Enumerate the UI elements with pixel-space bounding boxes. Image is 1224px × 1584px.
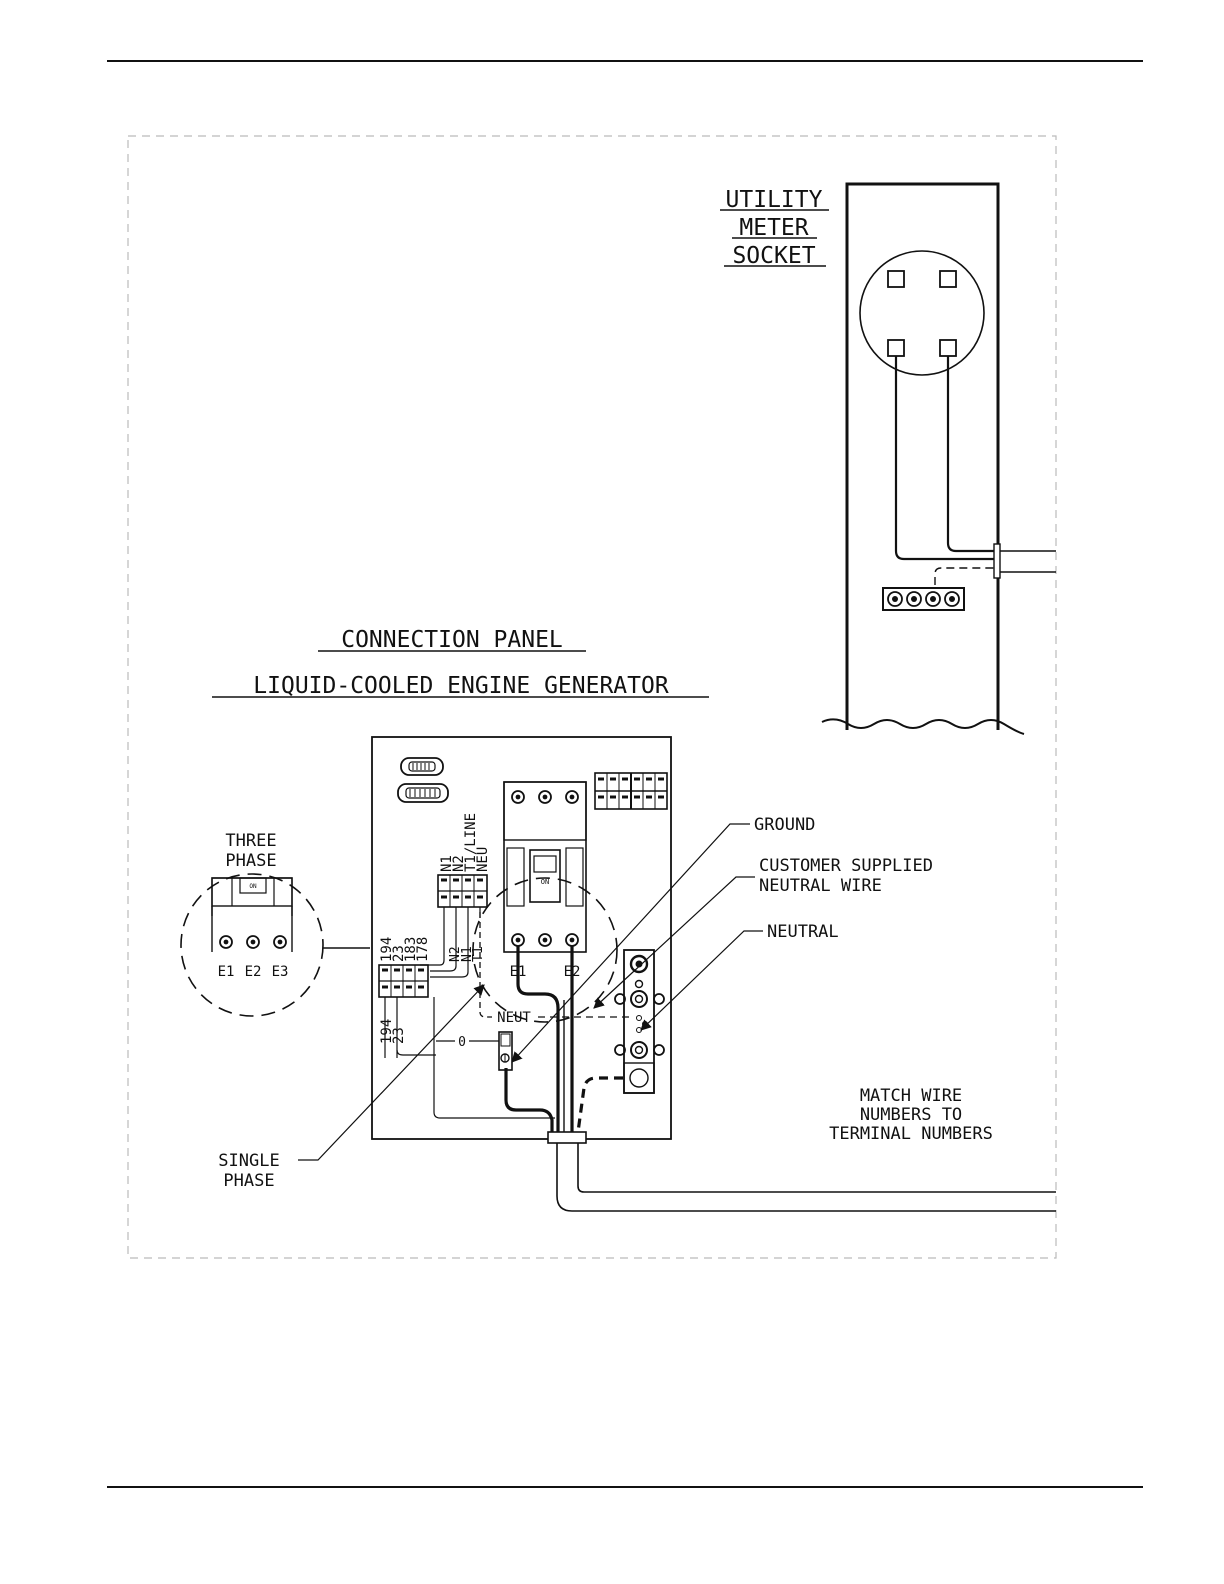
utility-meter-socket: [822, 184, 1056, 734]
label-e3-three-phase: E3: [272, 964, 289, 980]
wire-label-23-bottom: 23: [391, 1027, 407, 1044]
callout-customer-line1: CUSTOMER SUPPLIED: [759, 856, 933, 876]
callout-match-line2: NUMBERS TO: [860, 1105, 962, 1125]
wire-label-zero: 0: [458, 1035, 466, 1050]
break-line: [822, 719, 1024, 734]
neutral-ground-bar: [615, 950, 664, 1093]
callout-single-phase-line1: SINGLE: [218, 1151, 279, 1171]
three-phase-line1: THREE: [225, 831, 276, 851]
terminal-block-upper: [438, 875, 487, 907]
meter-title-line1: UTILITY: [726, 187, 823, 213]
panel-title-line2: LIQUID-COOLED ENGINE GENERATOR: [253, 673, 669, 699]
single-phase-leader: [298, 985, 484, 1160]
meter-title-line3: SOCKET: [732, 243, 815, 269]
meter-socket-circle: [860, 251, 984, 375]
terminal-strip-top-right: [595, 773, 667, 809]
main-breaker: ON: [504, 782, 586, 952]
ground-leader: [512, 824, 750, 1062]
callout-customer-line2: NEUTRAL WIRE: [759, 876, 882, 896]
d-sub-connector-2: [398, 784, 448, 802]
label-neut: NEUT: [497, 1010, 531, 1026]
callout-single-phase-line2: PHASE: [223, 1171, 274, 1191]
ground-lug: [499, 1032, 512, 1070]
callout-ground: GROUND: [754, 815, 815, 835]
callout-match-line1: MATCH WIRE: [860, 1086, 962, 1106]
customer-neutral-leader: [594, 877, 755, 1008]
wire-label-178: 178: [415, 937, 431, 962]
three-phase-on-label: ON: [249, 883, 257, 890]
three-phase-detail: ON: [181, 874, 370, 1016]
panel-title-line1: CONNECTION PANEL: [341, 627, 563, 653]
wire-label-t1: T1: [471, 946, 486, 962]
label-e2-three-phase: E2: [245, 964, 262, 980]
meter-title-line2: METER: [739, 215, 808, 241]
terminal-block-lower: [379, 965, 428, 997]
breaker-on-label: ON: [541, 878, 549, 886]
callout-neutral: NEUTRAL: [767, 922, 839, 942]
conduit-fitting: [548, 1132, 586, 1143]
three-phase-line2: PHASE: [225, 851, 276, 871]
terminal-label-neu: NEU: [475, 847, 491, 872]
neutral-leader: [641, 931, 763, 1030]
d-sub-connector-1: [401, 758, 443, 775]
callout-match-line3: TERMINAL NUMBERS: [829, 1124, 993, 1144]
label-e1-three-phase: E1: [218, 964, 235, 980]
